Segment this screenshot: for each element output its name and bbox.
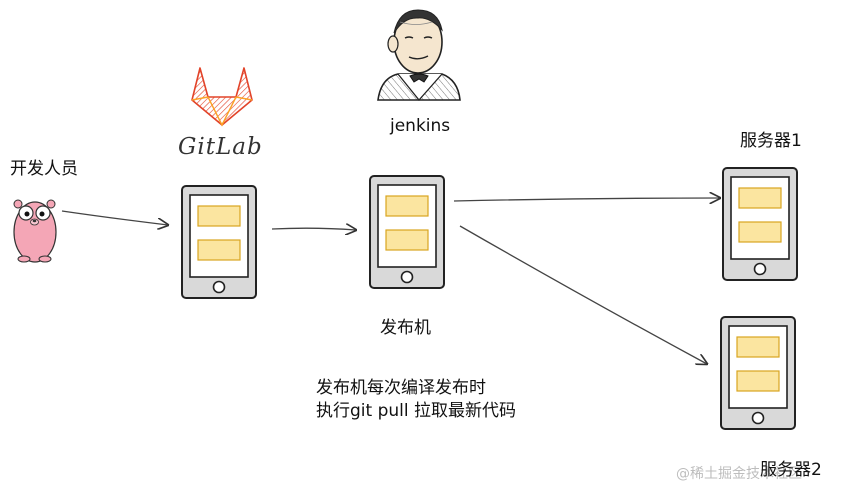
device-publisher-icon (369, 175, 445, 289)
arrow-publisher-to-server1 (453, 198, 720, 201)
arrow-gitlab-to-publisher (271, 228, 356, 230)
gitlab-wordmark: GitLab (178, 134, 263, 160)
arrow-developer-to-gitlab (61, 210, 168, 225)
note-line-2: 执行git pull 拉取最新代码 (316, 401, 516, 421)
jenkins-label: jenkins (390, 116, 451, 136)
developer-label: 开发人员 (10, 159, 78, 179)
device-server2-icon (720, 316, 796, 430)
device-gitlab-icon (181, 185, 257, 299)
note-line-1: 发布机每次编译发布时 (316, 378, 486, 398)
server1-label: 服务器1 (740, 131, 802, 151)
device-server1-icon (722, 167, 798, 281)
watermark: @稀土掘金技术社区 (676, 466, 802, 482)
arrow-publisher-to-server2 (459, 225, 707, 364)
server2-label: 服务器2 (760, 460, 822, 480)
publisher-label: 发布机 (380, 318, 431, 338)
